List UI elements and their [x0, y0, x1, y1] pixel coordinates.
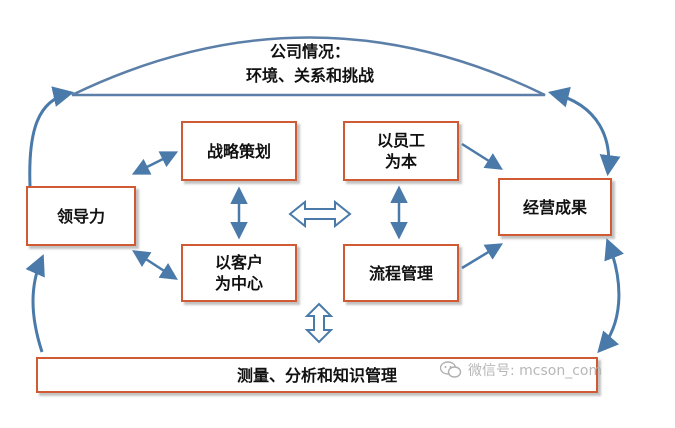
arrow-results-measurement	[597, 238, 624, 354]
situation-title: 公司情况： 环境、关系和挑战	[160, 40, 460, 88]
situation-title-line2: 环境、关系和挑战	[245, 66, 374, 85]
box-strategic-planning: 战略策划	[181, 121, 297, 181]
box-measurement: 测量、分析和知识管理	[36, 357, 598, 393]
arrow-dome-results	[547, 86, 621, 177]
box-process-management: 流程管理	[343, 244, 459, 302]
box-results: 经营成果	[498, 178, 612, 236]
box-leadership: 领导力	[26, 186, 136, 246]
arrow-leadership-strategy	[131, 151, 179, 175]
situation-title-line1: 公司情况：	[269, 42, 350, 61]
arrow-leadership-to-dome	[28, 86, 75, 187]
arrow-people-to-results	[461, 142, 503, 170]
horizontal-double-arrow	[288, 199, 352, 229]
box-customer-focus: 以客户 为中心	[181, 244, 297, 302]
watermark-text: 微信号: mcson_com	[468, 363, 603, 379]
arrow-measurement-to-leadership	[25, 254, 45, 353]
arrow-process-to-results	[461, 243, 503, 270]
wechat-icon	[440, 361, 462, 378]
box-people-oriented: 以员工 为本	[343, 121, 459, 181]
arrow-leadership-customer	[132, 250, 178, 280]
situation-dome	[71, 36, 546, 97]
watermark: 微信号: mcson_com	[440, 360, 602, 380]
vertical-double-arrow	[304, 302, 334, 344]
